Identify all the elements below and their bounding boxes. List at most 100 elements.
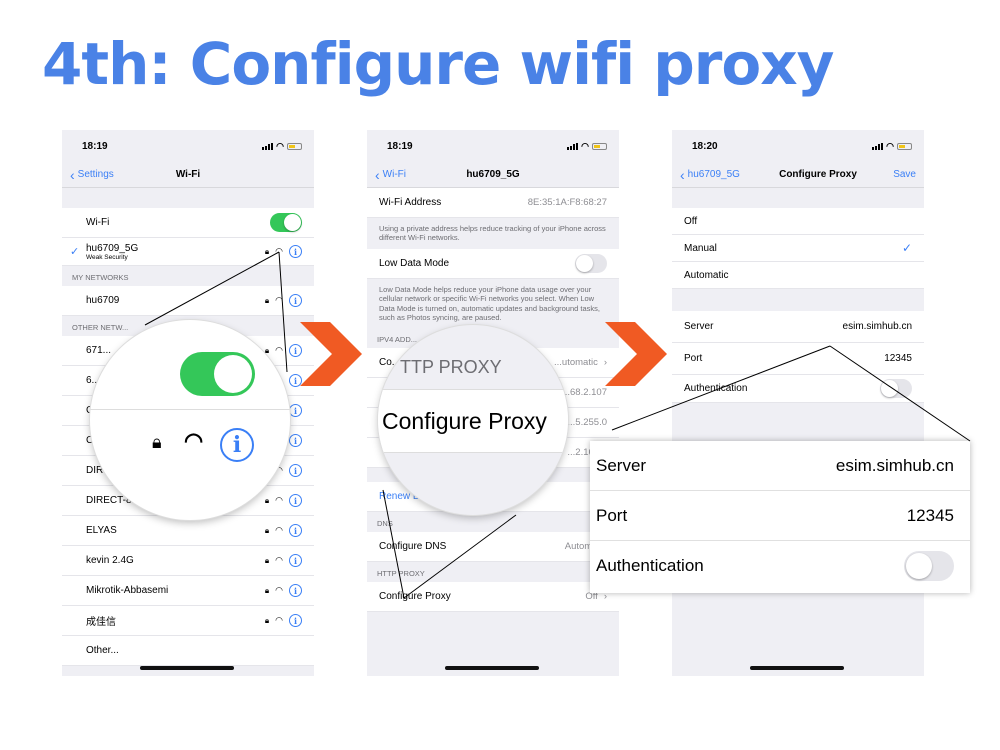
checkmark-icon: ✓ xyxy=(901,241,912,255)
info-icon[interactable]: i xyxy=(289,434,302,447)
authentication-toggle[interactable] xyxy=(880,379,912,398)
lock-icon: 🔒︎ xyxy=(264,615,270,625)
nav-bar: ‹Wi-Fi hu6709_5G xyxy=(367,162,619,188)
lock-icon: 🔒︎ xyxy=(264,495,270,505)
info-icon[interactable]: i xyxy=(289,464,302,477)
http-proxy-header-zoomed: TTP PROXY xyxy=(400,357,502,377)
status-time: 18:19 xyxy=(387,140,413,152)
info-icon[interactable]: i xyxy=(289,294,302,307)
wifi-toggle[interactable] xyxy=(270,213,302,232)
private-address-note: Using a private address helps reduce tra… xyxy=(379,224,606,243)
port-label-zoomed: Port xyxy=(596,505,628,525)
status-time: 18:20 xyxy=(692,140,718,152)
wifi-signal-icon: ◠ xyxy=(184,428,204,453)
server-input[interactable]: esim.simhub.cn xyxy=(842,321,912,332)
battery-icon xyxy=(897,142,912,150)
other-networks-header: OTHER NETW... xyxy=(72,323,129,332)
network-row[interactable]: kevin 2.4G🔒︎◠i xyxy=(62,546,314,576)
info-icon[interactable]: i xyxy=(289,344,302,357)
wifi-signal-icon: ◠ xyxy=(275,465,283,475)
lock-icon: 🔒︎ xyxy=(152,432,162,452)
magnifier-proxy: TTP PROXY Configure Proxy xyxy=(378,325,568,515)
back-button[interactable]: ‹Wi-Fi xyxy=(375,166,406,183)
signal-icon xyxy=(567,142,579,150)
lock-icon: 🔒︎ xyxy=(264,295,270,305)
authentication-label: Authentication xyxy=(684,383,748,394)
wifi-signal-icon: ◠ xyxy=(275,615,283,625)
connected-network-security: Weak Security xyxy=(86,253,128,261)
authentication-toggle-zoomed xyxy=(904,551,954,581)
wifi-address-label: Wi-Fi Address xyxy=(379,197,442,208)
proxy-manual-option[interactable]: Manual✓ xyxy=(672,235,924,262)
status-bar: 18:19 ◠ xyxy=(62,130,314,162)
home-indicator xyxy=(750,666,844,670)
chevron-right-icon: › xyxy=(603,591,607,603)
info-icon[interactable]: i xyxy=(289,245,302,258)
info-icon[interactable]: i xyxy=(289,524,302,537)
configure-proxy-zoomed: Configure Proxy xyxy=(378,389,568,453)
info-icon[interactable]: i xyxy=(289,614,302,627)
signal-icon xyxy=(262,142,274,150)
wifi-signal-icon: ◠ xyxy=(275,585,283,595)
wifi-toggle-zoomed xyxy=(180,352,255,396)
battery-icon xyxy=(592,142,607,150)
signal-icon xyxy=(872,142,884,150)
dns-header: DNS xyxy=(377,519,393,529)
page-title: 4th: Configure wifi proxy xyxy=(42,30,834,98)
network-row[interactable]: 成佳信🔒︎◠i xyxy=(62,606,314,636)
info-icon[interactable]: i xyxy=(289,404,302,417)
server-label: Server xyxy=(684,321,714,332)
proxy-off-option[interactable]: Off xyxy=(672,208,924,235)
port-input[interactable]: 12345 xyxy=(884,353,912,364)
connected-network-name: hu6709_5G xyxy=(86,242,139,254)
info-icon[interactable]: i xyxy=(289,554,302,567)
chevron-right-icon: › xyxy=(603,357,607,369)
wifi-status-icon: ◠ xyxy=(886,140,894,151)
router-value: ...2.168... xyxy=(567,447,607,459)
arrow-right-icon xyxy=(605,322,667,386)
wifi-signal-icon: ◠ xyxy=(275,525,283,535)
status-bar: 18:20 ◠ xyxy=(672,130,924,162)
chevron-left-icon: ‹ xyxy=(375,166,380,183)
home-indicator xyxy=(140,666,234,670)
status-bar: 18:19 ◠ xyxy=(367,130,619,162)
port-label: Port xyxy=(684,353,703,364)
checkmark-icon: ✓ xyxy=(70,246,80,258)
http-proxy-header: HTTP PROXY xyxy=(377,569,425,579)
configure-proxy-screen: 18:20 ◠ ‹hu6709_5G Configure Proxy Save … xyxy=(672,130,924,676)
home-indicator xyxy=(445,666,539,670)
info-icon[interactable]: i xyxy=(289,494,302,507)
low-data-note: Low Data Mode helps reduce your iPhone d… xyxy=(379,284,600,322)
info-icon[interactable]: i xyxy=(289,374,302,387)
lock-icon: 🔒︎ xyxy=(264,585,270,595)
network-row[interactable]: Other... xyxy=(62,636,314,666)
arrow-right-icon xyxy=(300,322,362,386)
magnifier-wifi: 🔒︎ ◠ i xyxy=(90,320,290,520)
ipv4-header: IPV4 ADD... xyxy=(377,335,418,345)
ip-address-value: ...68.2.107 xyxy=(562,387,607,399)
wifi-status-icon: ◠ xyxy=(276,140,284,151)
wifi-status-icon: ◠ xyxy=(581,140,589,151)
network-row[interactable]: ELYAS🔒︎◠i xyxy=(62,516,314,546)
low-data-toggle[interactable] xyxy=(575,253,607,273)
my-networks-header: MY NETWORKS xyxy=(72,273,129,282)
port-value-zoomed: 12345 xyxy=(906,505,954,525)
save-button[interactable]: Save xyxy=(893,169,916,180)
info-icon[interactable]: i xyxy=(289,584,302,597)
lock-icon: 🔒︎ xyxy=(264,345,270,355)
network-row[interactable]: hu6709🔒︎◠i xyxy=(62,286,314,316)
wifi-signal-icon: ◠ xyxy=(275,246,283,256)
chevron-left-icon: ‹ xyxy=(680,166,685,183)
low-data-label: Low Data Mode xyxy=(379,257,450,269)
proxy-automatic-option[interactable]: Automatic xyxy=(672,262,924,289)
back-button[interactable]: ‹hu6709_5G xyxy=(680,166,740,183)
network-row[interactable]: Mikrotik-Abbasemi🔒︎◠i xyxy=(62,576,314,606)
back-button[interactable]: ‹Settings xyxy=(70,166,114,183)
wifi-label: Wi-Fi xyxy=(86,217,110,228)
info-icon: i xyxy=(220,428,254,462)
nav-bar: ‹Settings Wi-Fi xyxy=(62,162,314,188)
nav-bar: ‹hu6709_5G Configure Proxy Save xyxy=(672,162,924,188)
